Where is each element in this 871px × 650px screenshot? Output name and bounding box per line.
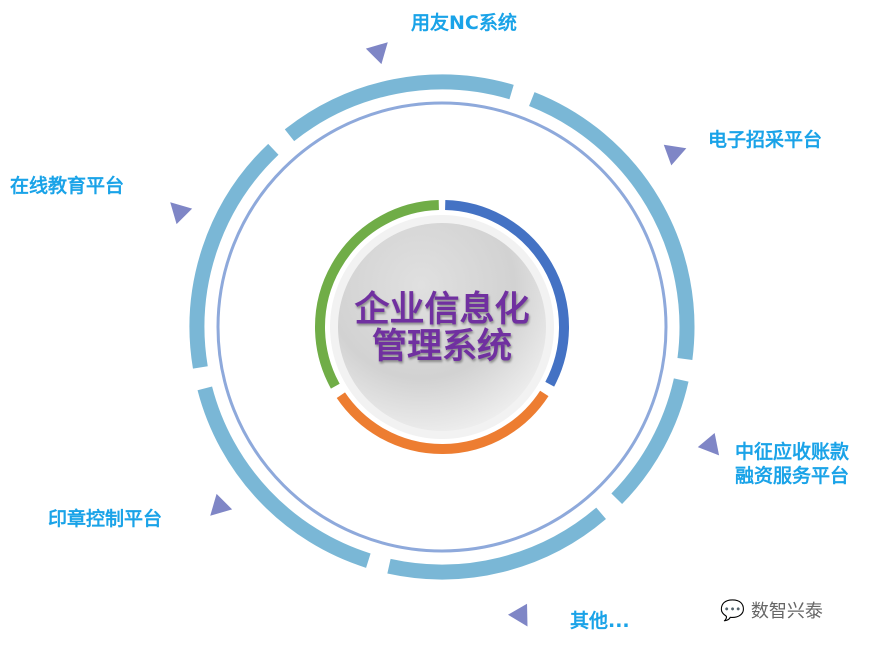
thin-ring [216, 101, 668, 553]
label-others: 其他... [570, 610, 630, 632]
outer-ring-segment [197, 386, 371, 568]
inner-ring-orange [336, 390, 549, 454]
outer-ring-segment [284, 74, 514, 142]
wechat-icon: 💬 [720, 598, 745, 622]
outer-ring-segment [611, 378, 689, 504]
pointer-triangle-icon [663, 144, 687, 166]
inner-ring-blue [445, 200, 569, 387]
pointer-triangle-icon [210, 493, 233, 516]
pointer-triangle-icon [365, 42, 388, 65]
label-receivables-financing: 中征应收账款 融资服务平台 [735, 441, 850, 487]
outer-ring-segment [529, 92, 695, 360]
outer-ring-segment [189, 143, 279, 369]
label-online-education: 在线教育平台 [10, 175, 125, 197]
center-title: 企业信息化 管理系统 [354, 290, 530, 367]
outer-ring-segment [387, 507, 606, 580]
label-yonyou-nc: 用友NC系统 [411, 12, 517, 34]
watermark: 💬 数智兴泰 [720, 598, 823, 622]
pointer-triangle-icon [170, 202, 193, 225]
pointer-triangle-icon [507, 603, 528, 627]
center-disc [338, 223, 546, 431]
label-seal-control: 印章控制平台 [48, 508, 163, 530]
pointer-triangle-icon [697, 433, 720, 456]
inner-ring-green [315, 200, 439, 389]
label-e-procurement: 电子招采平台 [708, 129, 823, 151]
